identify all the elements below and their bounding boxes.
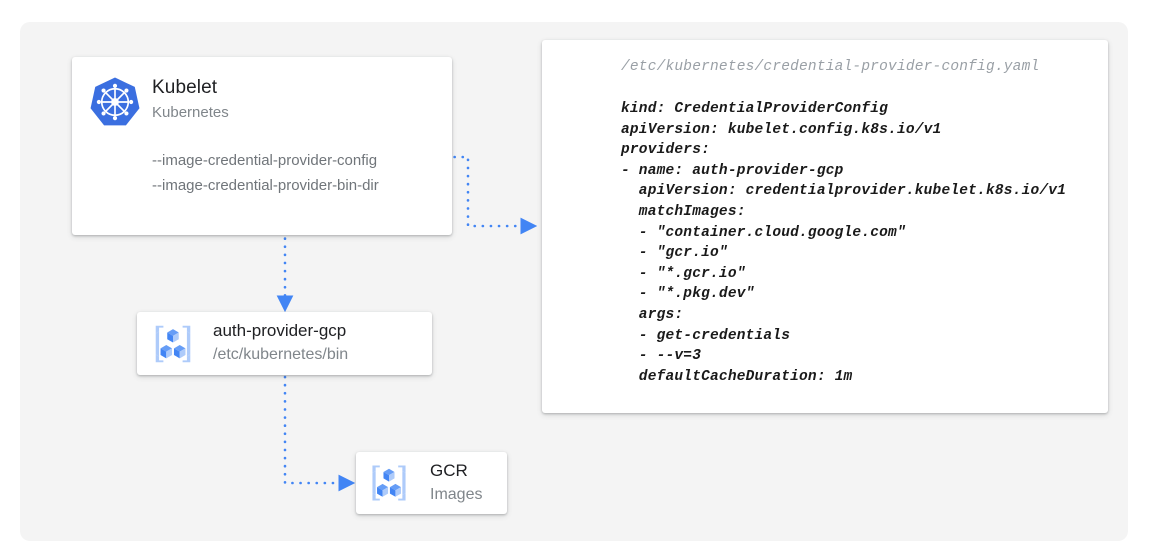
kubelet-flag-image-credential-provider-config: --image-credential-provider-config (152, 152, 378, 169)
kubelet-card[interactable]: Kubelet Kubernetes --image-credential-pr… (72, 57, 452, 235)
auth-provider-gcp-subtitle: /etc/kubernetes/bin (213, 346, 349, 363)
kubelet-card-subtitle: Kubernetes (152, 104, 229, 121)
gcr-card[interactable]: GCR Images (356, 452, 507, 514)
kubelet-flag-image-credential-provider-bin-dir: --image-credential-provider-bin-dir (152, 177, 379, 194)
yaml-config-body: kind: CredentialProviderConfig apiVersio… (621, 101, 1067, 385)
gcr-card-subtitle: Images (430, 486, 483, 503)
yaml-filename-label: /etc/kubernetes/credential-provider-conf… (621, 59, 1040, 75)
gcp-container-registry-icon (366, 460, 412, 506)
kubernetes-logo-icon (89, 76, 141, 128)
kubelet-card-title: Kubelet (152, 77, 218, 98)
gcp-container-registry-icon (149, 320, 197, 368)
auth-provider-gcp-title: auth-provider-gcp (213, 321, 347, 340)
auth-provider-gcp-card[interactable]: auth-provider-gcp /etc/kubernetes/bin (137, 312, 432, 375)
credential-provider-config-card[interactable]: /etc/kubernetes/credential-provider-conf… (542, 40, 1108, 413)
gcr-card-title: GCR (430, 461, 468, 480)
kubelet-card-flags: --image-credential-provider-config --ima… (152, 148, 379, 198)
